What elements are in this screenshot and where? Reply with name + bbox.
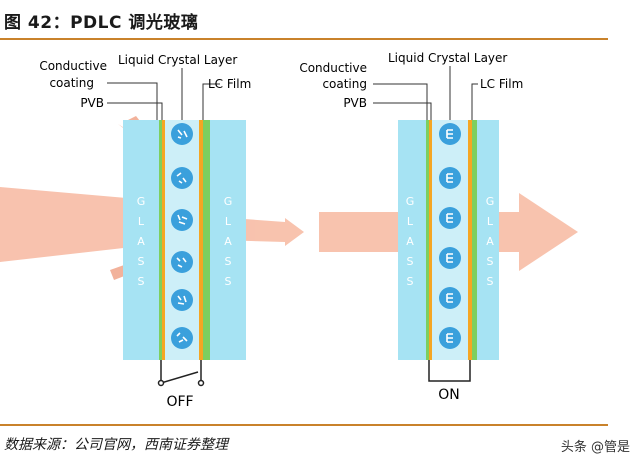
lc-layer-right xyxy=(432,120,468,360)
left-panel-off: G L A S S G L A S S Conductive coating P… xyxy=(0,53,304,410)
glass-pane-left-outer xyxy=(123,120,159,360)
conductive-coating-left-2 xyxy=(203,120,210,360)
svg-text:S: S xyxy=(487,275,494,288)
right-panel-on: G L A S S G L A S S Conductive coating P… xyxy=(299,51,578,403)
leader-lines-left xyxy=(107,68,220,120)
label-conductive-coating-right-1: Conductive xyxy=(299,61,367,75)
bottom-rule xyxy=(0,424,608,426)
pvb-right-1 xyxy=(429,120,432,360)
glass-letters-right-inner: G L A S S xyxy=(486,195,495,288)
glass-pane-right-inner xyxy=(477,120,499,360)
source-note: 数据来源：公司官网，西南证券整理 xyxy=(4,437,228,453)
svg-text:G: G xyxy=(486,195,495,208)
glass-pane-left-inner xyxy=(210,120,246,360)
conductive-coating-right-2 xyxy=(472,120,477,360)
lc-layer-left xyxy=(165,120,199,360)
state-label-on: ON xyxy=(438,387,460,403)
label-liquid-crystal-layer-left: Liquid Crystal Layer xyxy=(118,53,237,67)
droplets-off xyxy=(171,123,193,349)
pvb-right-2 xyxy=(468,120,472,360)
state-label-off: OFF xyxy=(166,394,193,410)
svg-text:L: L xyxy=(138,215,145,228)
circuit-open xyxy=(157,360,205,387)
svg-text:S: S xyxy=(407,275,414,288)
label-lc-film-left: LC Film xyxy=(208,77,251,91)
svg-text:S: S xyxy=(225,275,232,288)
svg-text:S: S xyxy=(138,255,145,268)
circuit-closed xyxy=(428,360,471,382)
conductive-coating-right-1 xyxy=(426,120,429,360)
label-conductive-coating-right-2: coating xyxy=(322,77,367,91)
figure-title: 图 42：PDLC 调光玻璃 xyxy=(4,13,199,33)
label-pvb-left: PVB xyxy=(80,96,104,110)
svg-text:A: A xyxy=(137,235,145,248)
svg-text:S: S xyxy=(487,255,494,268)
svg-text:L: L xyxy=(407,215,414,228)
glass-letters-left-inner: G L A S S xyxy=(224,195,233,288)
svg-text:A: A xyxy=(224,235,232,248)
svg-text:G: G xyxy=(406,195,415,208)
svg-text:G: G xyxy=(137,195,146,208)
label-lc-film-right: LC Film xyxy=(480,77,523,91)
svg-text:S: S xyxy=(407,255,414,268)
label-conductive-coating-left-1: Conductive xyxy=(39,59,107,73)
pvb-left-2 xyxy=(199,120,203,360)
leader-lines-right xyxy=(373,66,478,120)
svg-text:L: L xyxy=(225,215,232,228)
label-conductive-coating-left-2: coating xyxy=(49,76,94,90)
label-liquid-crystal-layer-right: Liquid Crystal Layer xyxy=(388,51,507,65)
pdlc-diagram: G L A S S G L A S S Conductive coating P… xyxy=(0,51,578,410)
droplets-on xyxy=(439,123,461,349)
svg-text:L: L xyxy=(487,215,494,228)
label-pvb-right: PVB xyxy=(343,96,367,110)
svg-text:G: G xyxy=(224,195,233,208)
watermark: 头条 @管是 xyxy=(560,440,630,455)
top-rule xyxy=(0,38,608,40)
pvb-left-1 xyxy=(162,120,165,360)
svg-text:S: S xyxy=(225,255,232,268)
svg-text:S: S xyxy=(138,275,145,288)
glass-pane-right-outer xyxy=(398,120,426,360)
glass-letters-right-outer: G L A S S xyxy=(406,195,415,288)
glass-letters-left-outer: G L A S S xyxy=(137,195,146,288)
svg-text:A: A xyxy=(406,235,414,248)
conductive-coating-left-1 xyxy=(159,120,162,360)
svg-text:A: A xyxy=(486,235,494,248)
